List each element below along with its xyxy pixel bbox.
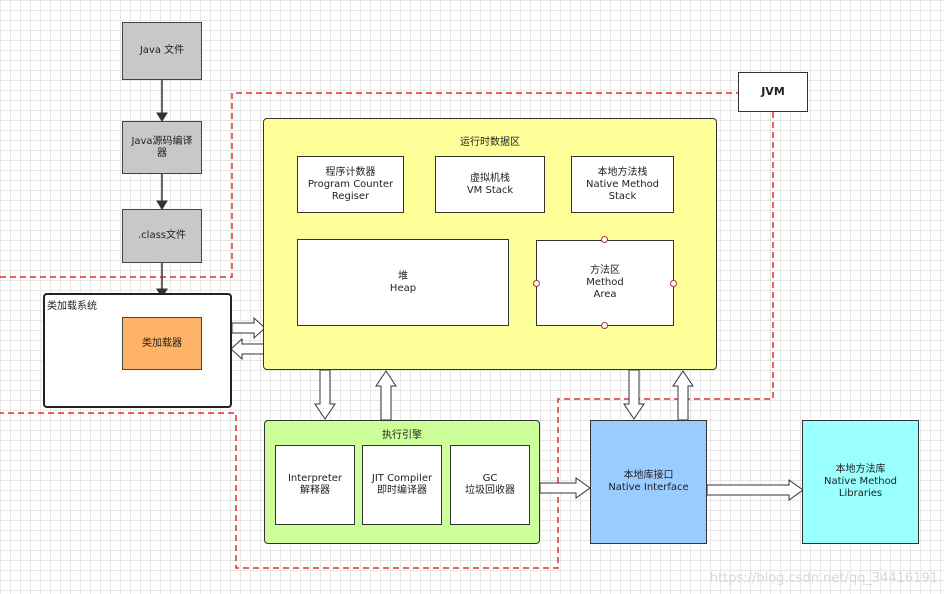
class-file-node: .class文件 [122,209,202,263]
watermark: https://blog.csdn.net/qq_34416191 [709,571,938,586]
vm-stack-line-2: VM Stack [466,184,514,196]
native-libraries-line-1: 本地方法库 [835,464,886,475]
native-libraries-line-3: Libraries [838,488,883,499]
arrow-runtime-to-native [623,369,645,420]
native-libraries-node: 本地方法库 Native Method Libraries [802,420,919,544]
interpreter-line-1: Interpreter [287,473,343,484]
native-interface-node: 本地库接口 Native Interface [590,420,707,544]
flow-arrow-2 [156,174,168,210]
heap-line-1: 堆 [398,270,408,282]
native-libraries-line-2: Native Method [823,476,898,487]
native-interface-line-1: 本地库接口 [623,470,674,481]
vm-stack-line-1: 虚拟机栈 [470,172,510,184]
pc-register-line-1: 程序计数器 [325,166,376,178]
gc-node: GC 垃圾回收器 [450,445,530,525]
gc-line-1: GC [482,473,498,484]
method-area-line-1: 方法区 [590,265,620,276]
execution-engine-title: 执行引擎 [382,430,422,441]
arrow-loader-to-runtime [231,316,266,340]
class-loader-label: 类加载器 [142,337,182,349]
flow-arrow-1 [156,80,168,122]
gc-line-2: 垃圾回收器 [465,485,515,496]
pc-register-node: 程序计数器 Program Counter Regiser [297,156,404,213]
java-file-node: Java 文件 [122,22,202,80]
jit-line-1: JIT Compiler [371,473,433,484]
java-file-label: Java 文件 [139,45,185,56]
jvm-boundary-right [0,112,774,569]
jvm-label-node: JVM [738,72,808,112]
native-stack-line-3: Stack [608,190,637,202]
arrow-runtime-to-engine [314,369,336,420]
arrow-runtime-to-loader [230,337,265,361]
native-stack-line-1: 本地方法栈 [597,166,648,178]
jit-compiler-node: JIT Compiler 即时编译器 [362,445,442,525]
method-area-node: 方法区 Method Area [536,240,674,326]
interpreter-node: Interpreter 解释器 [275,445,355,525]
pc-register-line-3: Regiser [331,190,370,202]
method-area-line-2: Method [586,277,624,288]
compiler-label: Java源码编译器 [131,135,193,159]
runtime-data-area-title: 运行时数据区 [460,137,520,148]
method-area-port-right[interactable] [670,280,677,287]
arrow-engine-to-native [539,477,591,499]
class-loader-node: 类加载器 [122,317,202,370]
vm-stack-node: 虚拟机栈 VM Stack [435,156,545,213]
arrow-native-to-runtime [672,370,694,421]
arrow-engine-to-runtime [375,370,397,421]
interpreter-line-2: 解释器 [300,485,330,496]
class-loader-subsystem-title: 类加载系统 [47,301,97,312]
native-method-stack-node: 本地方法栈 Native Method Stack [571,156,674,213]
native-stack-line-2: Native Method [585,178,660,190]
heap-line-2: Heap [389,282,417,294]
jvm-label: JVM [761,85,785,98]
method-area-line-3: Area [593,289,617,300]
jvm-boundary [0,92,738,278]
flow-arrow-3 [156,263,168,298]
jit-line-2: 即时编译器 [377,485,427,496]
pc-register-line-2: Program Counter [307,178,394,190]
class-file-label: .class文件 [137,230,186,241]
method-area-port-bottom[interactable] [601,322,608,329]
arrow-native-to-libraries [706,479,804,501]
compiler-node: Java源码编译器 [122,121,202,174]
heap-node: 堆 Heap [297,239,509,326]
method-area-port-left[interactable] [533,280,540,287]
method-area-port-top[interactable] [601,236,608,243]
native-interface-line-2: Native Interface [608,482,689,493]
